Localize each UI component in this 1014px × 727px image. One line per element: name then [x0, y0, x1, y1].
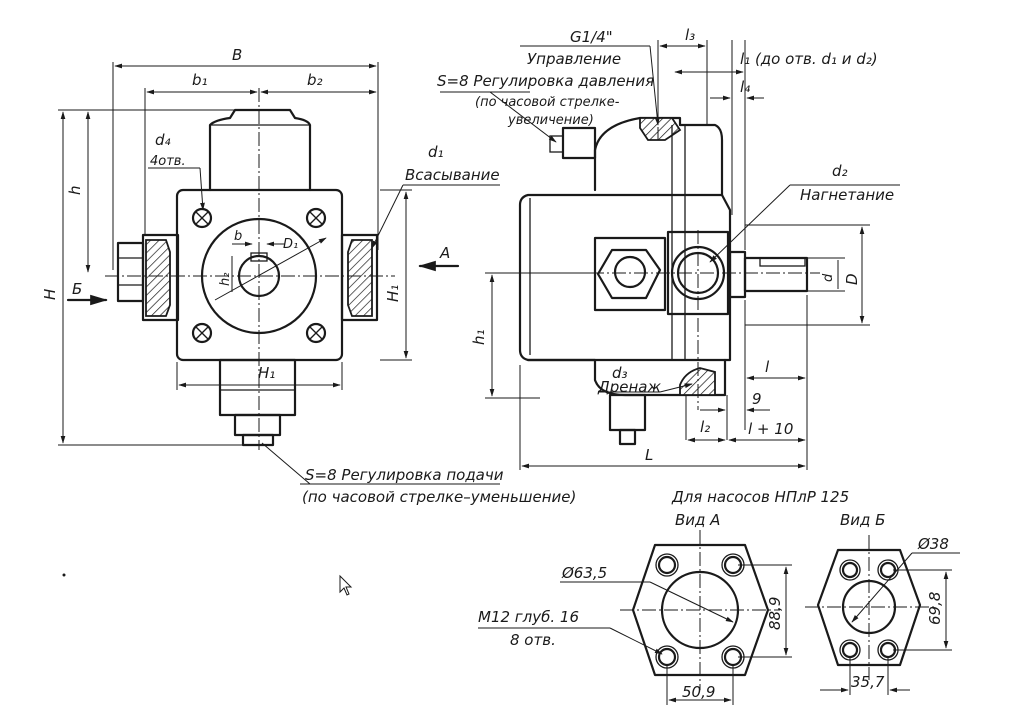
- label-pressure-note-1: (по часовой стрелке-: [475, 95, 620, 110]
- label-pressure-note-2: увеличение): [507, 113, 594, 128]
- label-l2: l₂: [700, 418, 710, 436]
- label-L: L: [645, 446, 653, 464]
- view-a-flange: [478, 530, 792, 705]
- label-dim-35-7: 35,7: [851, 673, 885, 691]
- label-l-plus-10: l + 10: [748, 420, 793, 438]
- label-h2: h₂: [218, 273, 233, 286]
- side-view: [440, 40, 900, 470]
- front-view: [58, 62, 500, 485]
- label-l4: l₄: [740, 78, 750, 96]
- label-b: b: [234, 229, 242, 244]
- label-control: Управление: [527, 50, 621, 68]
- label-d: d: [821, 273, 836, 282]
- label-holes-8: 8 отв.: [510, 631, 556, 649]
- label-view-a: Вид А: [675, 511, 720, 529]
- label-d1: d₁: [428, 143, 444, 161]
- label-dia-63-5: Ø63,5: [561, 564, 607, 582]
- label-H1-side: H₁: [384, 285, 402, 302]
- label-nine: 9: [752, 390, 762, 408]
- label-thread-m12: М12 глуб. 16: [478, 608, 579, 626]
- mounting-hole: [305, 207, 327, 229]
- view-b-flange: [805, 535, 960, 695]
- label-H1-bottom: H₁: [258, 364, 275, 382]
- label-h1: h₁: [470, 329, 488, 345]
- label-D: D: [843, 273, 861, 285]
- label-thread: G1/4": [570, 28, 613, 46]
- label-b1: b₁: [192, 71, 208, 89]
- label-discharge: Нагнетание: [800, 186, 894, 204]
- mounting-hole: [191, 207, 213, 229]
- label-dim-88-9: 88,9: [766, 597, 784, 630]
- label-view-arrow-b: Б: [72, 280, 82, 298]
- mounting-hole: [191, 322, 213, 344]
- labels: B b₁ b₂ b D₁ h₂ d₄ 4отв. d₁ Всасывание A…: [41, 26, 949, 701]
- label-H: H: [41, 289, 59, 300]
- label-for-pumps: Для насосов НПлР 125: [671, 488, 849, 506]
- label-b2: b₂: [307, 71, 323, 89]
- label-dia-38: Ø38: [917, 535, 949, 553]
- label-l: l: [765, 358, 770, 376]
- label-dim-69-8: 69,8: [926, 592, 944, 625]
- label-d3: d₃: [612, 364, 628, 382]
- label-view-b: Вид Б: [840, 511, 885, 529]
- mouse-cursor-icon: [339, 574, 353, 596]
- label-feed-adjust-note: (по часовой стрелке–уменьшение): [302, 488, 576, 506]
- label-d4: d₄: [155, 131, 171, 149]
- label-dim-50-9: 50,9: [682, 683, 715, 701]
- label-l3: l₃: [685, 26, 695, 44]
- label-B: B: [232, 46, 242, 64]
- label-suction: Всасывание: [405, 166, 500, 184]
- mounting-hole: [305, 322, 327, 344]
- label-d4-count: 4отв.: [150, 154, 186, 169]
- label-pressure-adjust: S=8 Регулировка давления: [437, 72, 654, 90]
- label-l1-note: l₁ (до отв. d₁ и d₂): [740, 50, 878, 68]
- label-feed-adjust: S=8 Регулировка подачи: [305, 466, 504, 484]
- label-view-arrow-a: A: [439, 244, 450, 262]
- label-d2: d₂: [832, 162, 848, 180]
- label-drain: Дренаж: [597, 378, 661, 396]
- label-D1: D₁: [283, 237, 298, 252]
- label-h: h: [66, 185, 84, 195]
